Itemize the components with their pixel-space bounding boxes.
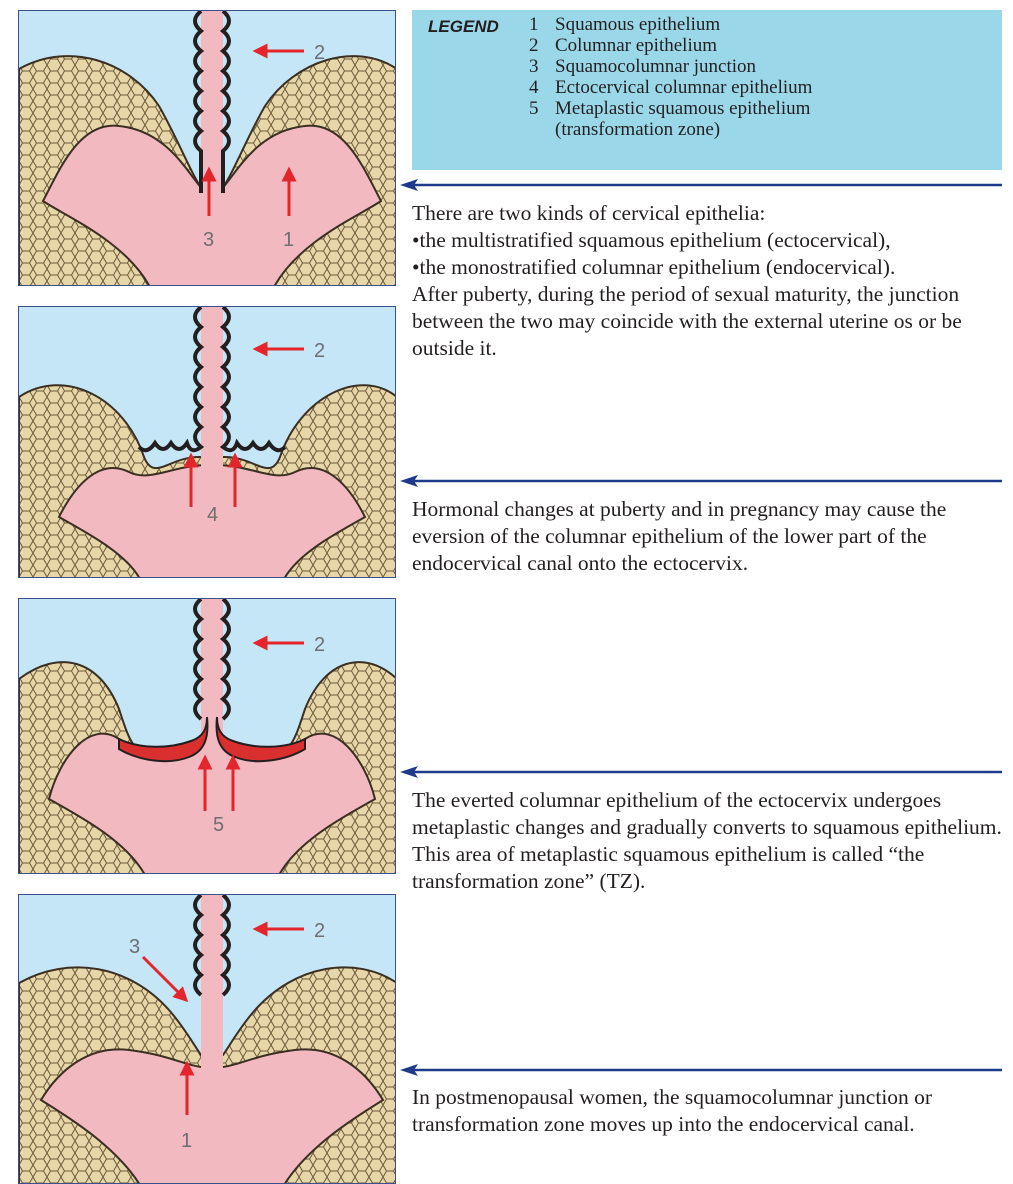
label-3: 3 [203, 229, 214, 251]
label-2: 2 [314, 42, 325, 64]
label-1: 1 [181, 1130, 192, 1152]
description-1: There are two kinds of cervical epitheli… [412, 200, 1002, 362]
metaplastic-zone-right [217, 717, 305, 761]
description-2-text: Hormonal changes at puberty and in pregn… [412, 496, 1002, 577]
label-3: 3 [129, 936, 140, 958]
label-2: 2 [314, 920, 325, 942]
columnar-epithelium-left [139, 307, 201, 450]
diagram-panel-2: 2 4 [18, 306, 396, 578]
diagram-panel-1: 2 3 1 [18, 10, 396, 286]
label-5: 5 [213, 814, 224, 836]
columnar-epithelium-left [195, 599, 201, 719]
cervix-illustration: 2 4 [19, 307, 396, 578]
description-2: Hormonal changes at puberty and in pregn… [412, 496, 1002, 577]
pointer-arrow-4 [400, 1063, 1002, 1077]
columnar-epithelium-right [223, 599, 229, 719]
columnar-epithelium-right [223, 307, 285, 450]
legend-item-number: 3 [529, 56, 555, 77]
legend-item-text: Columnar epithelium [555, 35, 717, 56]
legend-item-text: Squamous epithelium [555, 14, 720, 35]
description-1-intro: There are two kinds of cervical epitheli… [412, 200, 1002, 227]
description-3-text: The everted columnar epithelium of the e… [412, 787, 1002, 895]
legend-item-text: Squamocolumnar junction [555, 56, 756, 77]
pointer-arrow-2 [400, 474, 1002, 488]
label-2: 2 [314, 634, 325, 656]
pointer-arrow-1 [400, 178, 1002, 192]
description-1-bullet: the monostratified columnar epithelium (… [412, 254, 1002, 281]
description-3: The everted columnar epithelium of the e… [412, 787, 1002, 895]
legend-item-text: Metaplastic squamous epithelium (transfo… [555, 98, 810, 140]
description-4: In postmenopausal women, the squamocolum… [412, 1084, 1002, 1138]
legend-item-text: Ectocervical columnar epithelium [555, 77, 812, 98]
label-4: 4 [207, 504, 218, 526]
legend-item-number: 5 [529, 98, 555, 140]
label-1: 1 [283, 229, 294, 251]
diagram-panel-3: 2 5 [18, 598, 396, 874]
description-1-bullet-text: the monostratified columnar epithelium (… [420, 255, 896, 279]
legend-item-number: 1 [529, 14, 555, 35]
cervix-illustration: 2 3 1 [19, 11, 396, 286]
legend-item-number: 2 [529, 35, 555, 56]
label-2: 2 [314, 340, 325, 362]
cervix-illustration: 2 3 1 [19, 895, 396, 1184]
metaplastic-zone-left [119, 717, 207, 761]
description-1-bullet-text: the multistratified squamous epithelium … [420, 228, 891, 252]
description-1-body: After puberty, during the period of sexu… [412, 281, 1002, 362]
columnar-epithelium-left [195, 11, 201, 193]
pointer-arrow-3 [400, 765, 1002, 779]
description-1-bullet: the multistratified squamous epithelium … [412, 227, 1002, 254]
columnar-epithelium-left [195, 895, 201, 995]
diagram-panel-4: 2 3 1 [18, 894, 396, 1184]
description-4-text: In postmenopausal women, the squamocolum… [412, 1084, 1002, 1138]
legend-title: LEGEND [428, 17, 499, 37]
cervix-illustration: 2 5 [19, 599, 396, 874]
legend-item-number: 4 [529, 77, 555, 98]
columnar-epithelium-right [223, 11, 229, 193]
columnar-epithelium-right [223, 895, 229, 995]
